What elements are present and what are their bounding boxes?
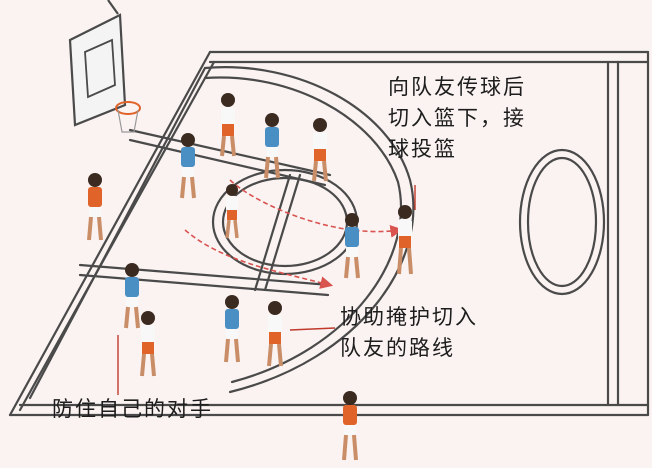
annotation-screen-for-cutter: 协助掩护切入 队友的路线 xyxy=(340,305,478,360)
player-orange-corner xyxy=(140,311,156,377)
player-blue-corner xyxy=(124,263,140,329)
annotation-defend-own-player: 防住自己的对手 xyxy=(52,397,213,421)
three-point-arc xyxy=(28,66,415,400)
player-orange-top xyxy=(220,93,236,157)
annotation-leaders xyxy=(117,185,416,395)
player-blue-wing xyxy=(344,213,360,279)
player-blue-mid xyxy=(264,113,280,179)
basketball-hoop-icon xyxy=(68,0,141,133)
annotation-pass-and-cut: 向队友传球后 切入篮下，接 球投篮 xyxy=(388,75,526,161)
player-orange-baseline xyxy=(87,173,103,241)
half-court xyxy=(518,60,620,407)
player-orange-cutter xyxy=(397,205,413,275)
free-throw-lane xyxy=(78,128,359,297)
player-orange-screener xyxy=(267,301,283,367)
player-orange-inside xyxy=(225,184,239,239)
player-blue-left xyxy=(180,133,196,199)
player-orange-passer xyxy=(312,118,328,182)
player-blue-screen xyxy=(224,295,240,363)
movement-arrows xyxy=(184,179,404,289)
player-orange-bottom xyxy=(342,391,358,461)
court-boundary xyxy=(8,50,650,417)
